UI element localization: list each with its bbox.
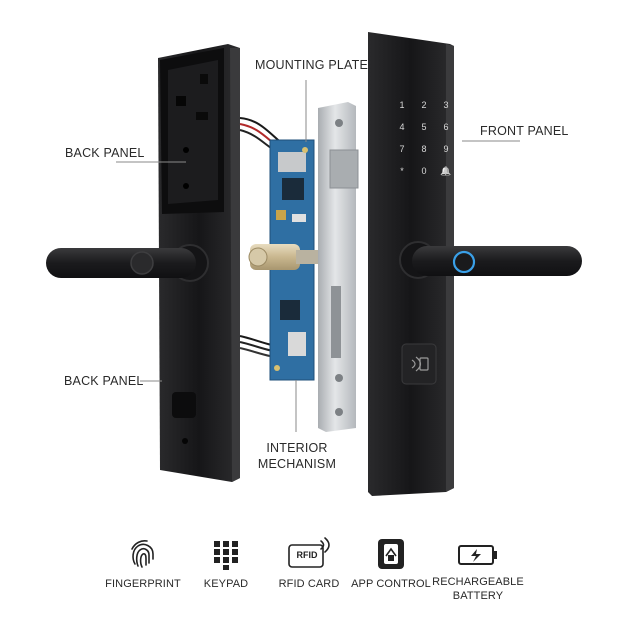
feature-fingerprint: FINGERPRINT [98,537,188,591]
feature-keypad-label: KEYPAD [203,578,249,590]
interior-mechanism-label: INTERIOR MECHANISM [255,440,339,472]
lock-cylinder [248,244,320,270]
front-handle [399,241,582,279]
key-1[interactable]: 1 [399,100,405,110]
rfid-card-icon [288,537,330,568]
key-4[interactable]: 4 [399,122,405,132]
interior-mechanism-label-line1: INTERIOR [266,441,328,455]
key-7[interactable]: 7 [399,144,405,154]
key-8[interactable]: 8 [421,144,427,154]
key-0[interactable]: 0 [421,166,427,176]
key-2[interactable]: 2 [421,100,427,110]
key-3[interactable]: 3 [443,100,449,110]
fingerprint-icon [131,540,154,568]
feature-rechargeable-battery: RECHARGEABLE BATTERY [428,537,528,603]
front-panel-keypad: 1 2 3 4 5 6 7 8 9 * 0 🔔 [392,100,456,180]
battery-label-line2: BATTERY [452,590,504,602]
mounting-plate-label: MOUNTING PLATE [255,58,368,72]
feature-app-control-label: APP CONTROL [351,578,431,590]
feature-app-control: APP CONTROL [346,537,436,591]
feature-rfid-card-label: RFID CARD [278,578,340,590]
battery-label-line1: RECHARGEABLE [432,576,524,588]
key-bell[interactable]: 🔔 [440,166,452,176]
back-panel-upper-label: BACK PANEL [65,146,145,160]
battery-icon [458,545,497,565]
feature-rechargeable-battery-label: RECHARGEABLE BATTERY [428,575,528,603]
key-6[interactable]: 6 [443,122,449,132]
feature-fingerprint-label: FINGERPRINT [105,578,181,590]
key-5[interactable]: 5 [421,122,427,132]
key-star[interactable]: * [400,166,404,176]
back-handle [46,244,209,282]
smartphone-app-icon [378,539,404,569]
feature-keypad: KEYPAD [181,537,271,591]
leader-lines [116,80,520,432]
back-panel-lower-label: BACK PANEL [64,374,144,388]
key-9[interactable]: 9 [443,144,449,154]
mounting-plate [318,102,359,432]
interior-mechanism-label-line2: MECHANISM [257,457,337,471]
feature-rfid-card: RFID RFID CARD [264,537,354,591]
keypad-icon [214,541,238,570]
rfid-card-icon-text: RFID [296,550,318,560]
back-panel [158,44,240,482]
front-panel-label: FRONT PANEL [480,124,569,138]
